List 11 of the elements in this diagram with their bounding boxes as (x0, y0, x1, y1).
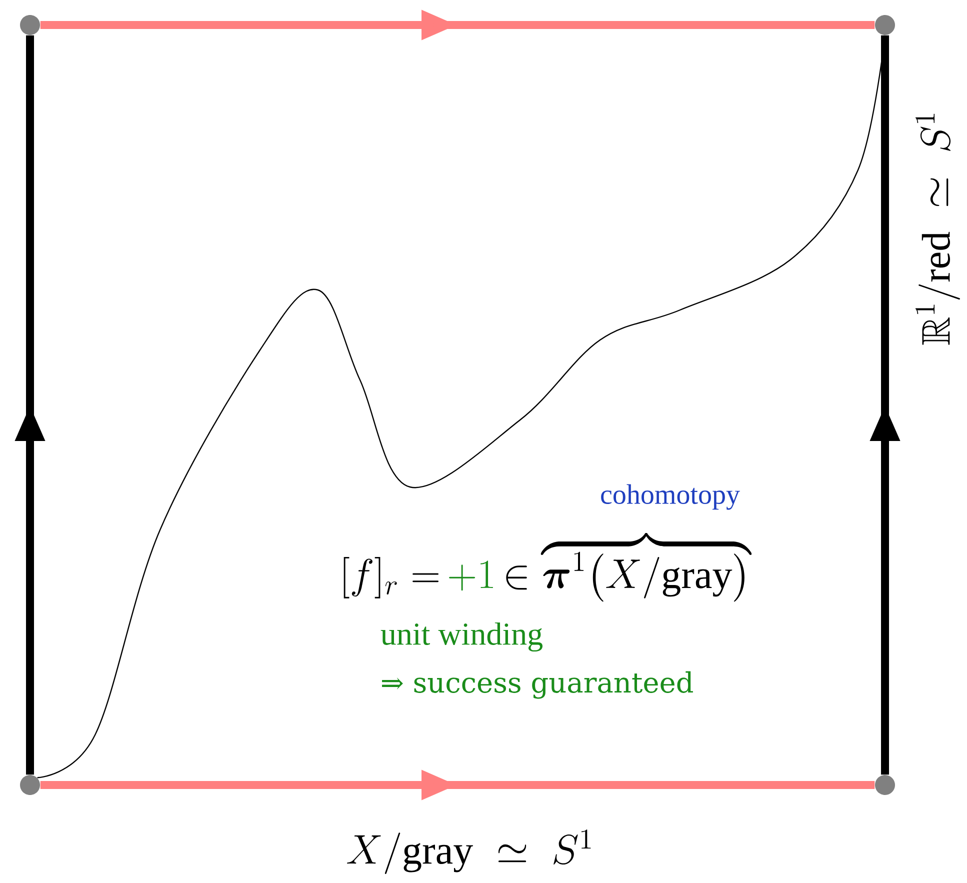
corner-dot (875, 15, 895, 35)
curve (37, 35, 886, 778)
corner-dot (20, 775, 40, 795)
note: unit winding (380, 622, 542, 652)
corner-dot (20, 15, 40, 35)
note: ⇒ success guaranteed (382, 671, 693, 699)
axis-label: $\mathbb{R}^1/\mathrm{red} \;\simeq\; S^1$ (915, 114, 960, 345)
axis-label: $X/\mathrm{gray} \;\simeq\; S^1$ (347, 829, 591, 874)
formula: $[f]_r =$ $+1$ $\in \overbrace{\boldsymbol{\pi}^1\big(X/\mathrm{gray}\big)}$ (344, 532, 752, 602)
corner-dot (875, 775, 895, 795)
brace-label: cohomotopy (601, 484, 740, 510)
